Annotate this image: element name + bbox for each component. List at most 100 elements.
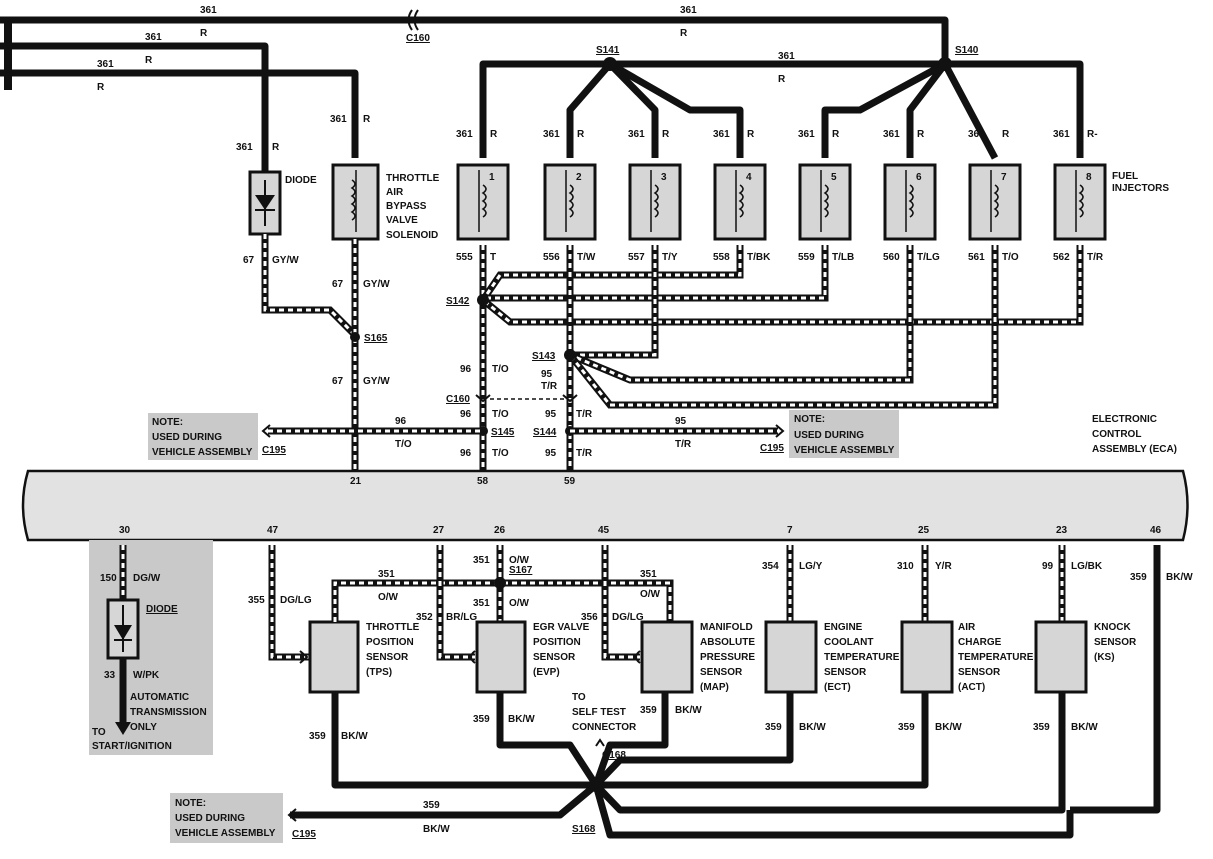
pin-label: 58 xyxy=(477,476,489,487)
wire-label: 361 xyxy=(543,129,560,140)
splice-s140 xyxy=(938,57,952,71)
wire-label: 556 xyxy=(543,252,560,263)
tps-sensor: 355 DG/LG THROTTLE POSITION SENSOR (TPS)… xyxy=(248,545,420,742)
wire-label: 555 xyxy=(456,252,473,263)
wire-label: 95 xyxy=(545,409,557,420)
self-test-label: CONNECTOR xyxy=(572,722,637,733)
act-label: SENSOR xyxy=(958,667,1001,678)
wire-label: 361 xyxy=(1053,129,1070,140)
splice-label: S145 xyxy=(491,427,515,438)
note-right-text: VEHICLE ASSEMBLY xyxy=(794,445,895,456)
wire-color: T/Y xyxy=(662,252,678,263)
injector-number: 5 xyxy=(831,172,837,183)
pin-label: 23 xyxy=(1056,525,1068,536)
splice-s143 xyxy=(564,349,576,361)
note-right-text: NOTE: xyxy=(794,414,825,425)
wire-label: 361 xyxy=(97,59,114,70)
pin-label: 45 xyxy=(598,525,610,536)
solenoid-label: VALVE xyxy=(386,215,418,226)
auto-trans-label: ONLY xyxy=(130,722,157,733)
wire-label: 150 xyxy=(100,573,117,584)
eca-label: ELECTRONIC xyxy=(1092,414,1157,425)
wire-label: 559 xyxy=(798,252,815,263)
wire-color: R xyxy=(662,129,670,140)
wire-color: DG/W xyxy=(133,573,161,584)
wire-color: R xyxy=(272,142,280,153)
injector-number: 3 xyxy=(661,172,667,183)
to-start-label: TO xyxy=(92,727,106,738)
wire-label: 67 xyxy=(332,376,344,387)
wire-label: 96 xyxy=(460,364,472,375)
wire-label: 359 xyxy=(423,800,440,811)
splice-s165 xyxy=(350,332,360,342)
note-left-text: NOTE: xyxy=(152,417,183,428)
act-label: CHARGE xyxy=(958,637,1002,648)
self-test-label: SELF TEST xyxy=(572,707,626,718)
auto-trans-diode: 150 DG/W DIODE 33 W/PK AUTOMATIC TRANSMI… xyxy=(92,545,207,752)
wire-label: 351 xyxy=(473,555,490,566)
wire-color: R xyxy=(490,129,498,140)
wire-color: W/PK xyxy=(133,670,160,681)
wire-color: T/R xyxy=(541,381,558,392)
wire-color: T/W xyxy=(577,252,596,263)
wire-label: 67 xyxy=(243,255,255,266)
wire-color: R xyxy=(747,129,755,140)
ecm-pins-top: 21 58 59 xyxy=(350,476,576,487)
note-left-box xyxy=(148,413,258,460)
wire-label: 310 xyxy=(897,561,914,572)
wire-label: 359 xyxy=(309,731,326,742)
wire-label: 99 xyxy=(1042,561,1054,572)
throttle-air-bypass-solenoid: 361 R THROTTLE AIR BYPASS VALVE SOLENOID… xyxy=(330,114,440,470)
connector-c160: C160 xyxy=(446,394,470,405)
wire-label: 562 xyxy=(1053,252,1070,263)
map-label: (MAP) xyxy=(700,682,729,693)
evp-sensor: 352 BR/LG EGR VALVE POSITION SENSOR (EVP… xyxy=(416,545,590,725)
wire-label: 96 xyxy=(460,409,472,420)
evp-label: EGR VALVE xyxy=(533,622,590,633)
map-label: MANIFOLD xyxy=(700,622,753,633)
wire-label: 361 xyxy=(968,129,985,140)
wire-label: 361 xyxy=(778,51,795,62)
wire-label: 361 xyxy=(145,32,162,43)
wire-color: O/W xyxy=(378,592,399,603)
act-label: TEMPERATURE xyxy=(958,652,1034,663)
wire-color: T/O xyxy=(492,364,509,375)
wire-color: Y/R xyxy=(935,561,952,572)
ground-harness: S168 xyxy=(290,692,1074,839)
wire-label: 361 xyxy=(330,114,347,125)
wire-color: O/W xyxy=(640,589,661,600)
connector-c160-top: C160 xyxy=(406,33,430,44)
wire-label: 359 xyxy=(640,705,657,716)
splice-s142 xyxy=(477,294,489,306)
diode-label: DIODE xyxy=(146,604,178,615)
wire-color: R xyxy=(1002,129,1010,140)
connector-c195-bottom: C195 xyxy=(292,829,316,840)
splice-label: S140 xyxy=(955,45,979,56)
wire-label: 96 xyxy=(460,448,472,459)
wire-color: T/BK xyxy=(747,252,771,263)
ks-label: KNOCK xyxy=(1094,622,1131,633)
connector-c168: C168 xyxy=(602,750,626,761)
knock-sensor: 99 LG/BK KNOCK SENSOR (KS) 359 BK/W xyxy=(1033,545,1137,733)
injector-number: 2 xyxy=(576,172,582,183)
wire-label: 95 xyxy=(545,448,557,459)
wire-color: BK/W xyxy=(1071,722,1098,733)
wire-color: O/W xyxy=(509,555,530,566)
wire-color: T xyxy=(490,252,496,263)
note-bottom-text: VEHICLE ASSEMBLY xyxy=(175,828,276,839)
splice-label: S142 xyxy=(446,296,470,307)
wire-color: BK/W xyxy=(935,722,962,733)
tps-label: POSITION xyxy=(366,637,414,648)
pin-label: 47 xyxy=(267,525,279,536)
wire-color: T/O xyxy=(395,439,412,450)
note-left-text: VEHICLE ASSEMBLY xyxy=(152,447,253,458)
wire-label: 361 xyxy=(680,5,697,16)
splice-label: S165 xyxy=(364,333,388,344)
splice-s141 xyxy=(603,57,617,71)
wire-color: R xyxy=(832,129,840,140)
pin-label: 7 xyxy=(787,525,793,536)
wire-color: R xyxy=(917,129,925,140)
